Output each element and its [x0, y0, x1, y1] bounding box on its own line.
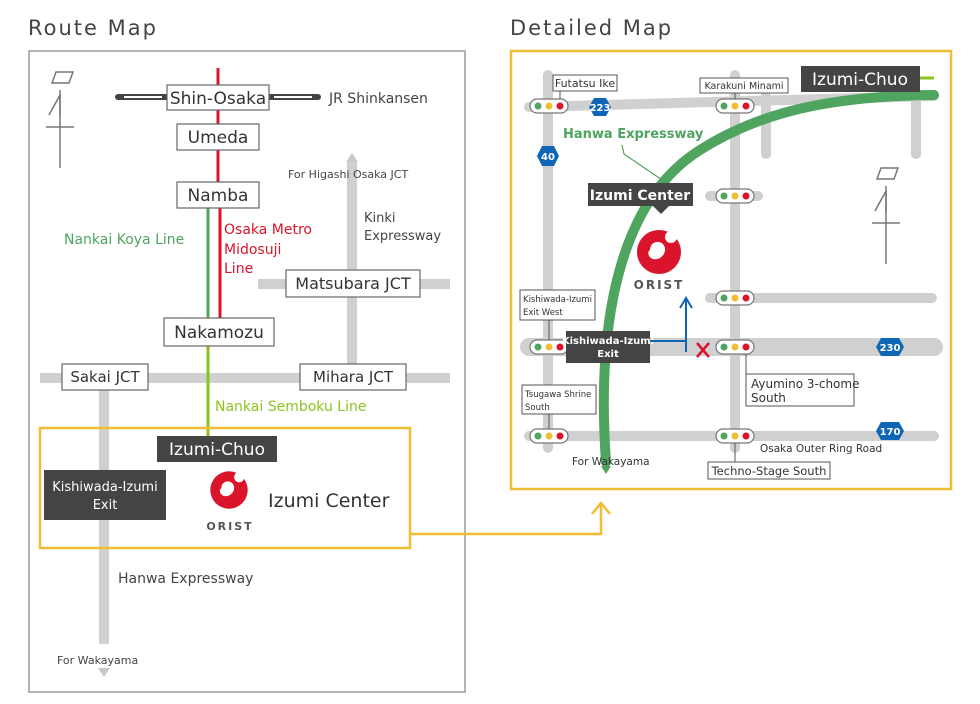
traffic-light-icon	[529, 98, 569, 114]
detailed-map-heading: Detailed Map	[510, 16, 674, 40]
traffic-light-icon	[715, 98, 755, 114]
izumi-chuo-label: Izumi-Chuo	[812, 70, 908, 90]
traffic-light-icon	[715, 428, 755, 444]
station-nakamozu[interactable]: Nakamozu	[163, 317, 275, 347]
traffic-light-icon	[715, 339, 755, 355]
izumi-chuo-station[interactable]: Izumi-Chuo	[801, 66, 920, 92]
kinki-label: Kinki	[364, 211, 396, 226]
station-label: Nakamozu	[174, 323, 264, 343]
sakai-jct-label: Sakai JCT	[70, 368, 140, 386]
station-namba[interactable]: Namba	[176, 181, 260, 209]
kishiwada-exit-west-line1: Kishiwada-Izumi	[523, 295, 592, 305]
izumi-center-label: Izumi Center	[590, 188, 691, 204]
for-higashi-osaka-label: For Higashi Osaka JCT	[288, 168, 408, 181]
station-label: Umeda	[188, 128, 249, 148]
kishiwada-izumi-exit[interactable]: Kishiwada-Izumi Exit	[562, 331, 654, 363]
techno-stage-south-intersection[interactable]: Techno-Stage South	[707, 443, 831, 480]
station-label: Namba	[188, 186, 249, 206]
jr-shinkansen-label: JR Shinkansen	[328, 91, 428, 107]
techno-stage-south-label: Techno-Stage South	[711, 464, 827, 478]
route-170-number: 170	[880, 427, 901, 438]
sakai-jct[interactable]: Sakai JCT	[61, 363, 149, 391]
izumi-chuo-station[interactable]: Izumi-Chuo	[157, 436, 277, 462]
line-label: Line	[224, 261, 253, 277]
traffic-light-icon	[529, 339, 569, 355]
traffic-light-icon	[715, 188, 755, 204]
north-compass-icon	[872, 167, 900, 264]
route-40-number: 40	[541, 152, 555, 163]
tsugawa-shrine-intersection[interactable]: Tsugawa Shrine South	[521, 384, 597, 429]
nankai-semboku-line-label: Nankai Semboku Line	[215, 399, 366, 415]
hanwa-expressway-label: Hanwa Expressway	[118, 571, 253, 587]
mihara-jct[interactable]: Mihara JCT	[299, 363, 407, 391]
expressway-label: Expressway	[364, 229, 441, 244]
kishiwada-exit-label-line2: Exit	[93, 498, 118, 513]
access-route-icon	[650, 296, 693, 352]
no-entry-icon	[696, 342, 710, 358]
karakuni-minami-intersection[interactable]: Karakuni Minami	[699, 77, 789, 99]
route-map-heading: Route Map	[28, 16, 158, 40]
izumi-chuo-label: Izumi-Chuo	[169, 440, 265, 460]
detailed-map: Futatsu Ike Karakuni Minami Izumi-Chuo 2…	[509, 49, 953, 491]
kishiwada-exit-west-intersection[interactable]: Kishiwada-Izumi Exit West	[519, 289, 596, 340]
route-highlight-box	[38, 426, 412, 550]
route-223-badge: 223	[589, 98, 611, 116]
izumi-center-marker[interactable]: Izumi Center	[588, 183, 693, 214]
kishiwada-izumi-exit[interactable]: Kishiwada-Izumi Exit	[44, 470, 166, 520]
tsugawa-shrine-line1: Tsugawa Shrine	[524, 390, 591, 400]
futatsu-ike-label: Futatsu Ike	[555, 77, 615, 90]
route-230-badge: 230	[876, 338, 904, 356]
kishiwada-exit-label-line2: Exit	[597, 349, 619, 360]
tsugawa-shrine-line2: South	[525, 403, 550, 413]
north-compass-icon	[46, 71, 75, 168]
matsubara-jct-label: Matsubara JCT	[295, 274, 411, 293]
midosuji-label: Midosuji	[224, 242, 281, 258]
traffic-light-icon	[529, 428, 569, 444]
orist-logo: ORIST	[206, 471, 253, 533]
ayumino-line1: Ayumino 3-chome	[751, 377, 859, 391]
station-shin-osaka[interactable]: Shin-Osaka	[166, 84, 270, 111]
station-label: Shin-Osaka	[170, 89, 266, 109]
rail-lines	[115, 68, 321, 436]
osaka-metro-label: Osaka Metro	[224, 222, 312, 238]
nankai-koya-line-label: Nankai Koya Line	[64, 232, 184, 248]
station-umeda[interactable]: Umeda	[176, 123, 260, 151]
karakuni-minami-label: Karakuni Minami	[704, 81, 783, 92]
for-wakayama-label: For Wakayama	[572, 456, 650, 468]
route-40-badge: 40	[537, 146, 559, 166]
hanwa-expressway-leader	[621, 144, 669, 185]
kishiwada-exit-west-line2: Exit West	[523, 308, 563, 318]
kishiwada-exit-label-line1: Kishiwada-Izumi	[562, 336, 654, 347]
orist-logo: ORIST	[634, 230, 685, 292]
hanwa-expressway-label: Hanwa Expressway	[563, 127, 704, 142]
matsubara-jct[interactable]: Matsubara JCT	[285, 269, 421, 298]
osaka-outer-ring-road-label: Osaka Outer Ring Road	[760, 443, 882, 455]
connector-arrow	[410, 501, 611, 536]
traffic-light-icon	[715, 290, 755, 306]
route-230-number: 230	[880, 343, 901, 354]
mihara-jct-label: Mihara JCT	[313, 368, 394, 386]
for-wakayama-label: For Wakayama	[57, 654, 138, 667]
route-map: Shin-Osaka Umeda Namba Nakamozu JR Shink…	[28, 50, 466, 693]
futatsu-ike-intersection[interactable]: Futatsu Ike	[552, 74, 618, 99]
ayumino-line2: South	[751, 391, 786, 405]
orist-wordmark: ORIST	[206, 520, 253, 533]
ayumino-intersection[interactable]: Ayumino 3-chome South	[745, 354, 859, 407]
route-170-badge: 170	[876, 422, 904, 440]
for-wakayama-arrow	[601, 466, 611, 474]
izumi-center-label: Izumi Center	[268, 490, 390, 512]
route-223-number: 223	[590, 103, 611, 114]
orist-wordmark: ORIST	[634, 278, 685, 292]
kishiwada-exit-label-line1: Kishiwada-Izumi	[52, 480, 157, 495]
